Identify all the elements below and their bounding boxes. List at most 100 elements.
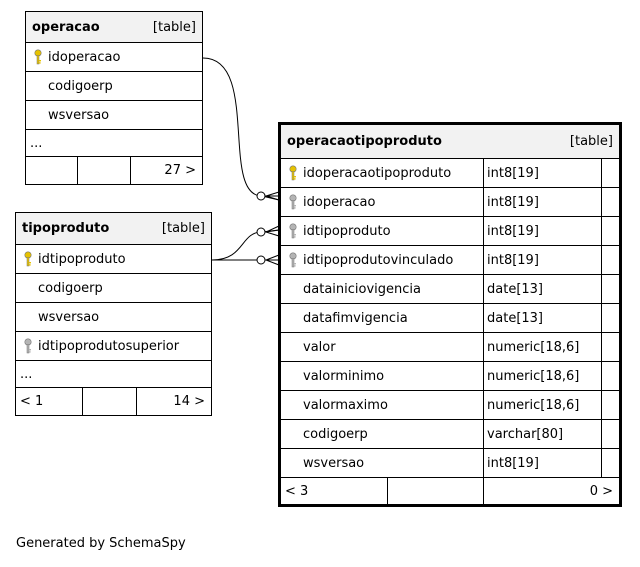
- column-row[interactable]: valor numeric[18,6]: [281, 333, 619, 362]
- column-type: int8[19]: [483, 188, 601, 216]
- footer-spacer: [78, 157, 130, 184]
- foreign-key-icon: [289, 194, 297, 210]
- column-name[interactable]: idtipoproduto: [303, 223, 391, 239]
- column-name-cell: wsversao: [26, 101, 202, 129]
- footer-spacer: [388, 478, 483, 504]
- parents-count[interactable]: < 1: [16, 388, 83, 415]
- column-name[interactable]: idtipoprodutosuperior: [38, 338, 180, 354]
- more-columns: ...: [16, 361, 211, 388]
- column-row[interactable]: idoperacao: [26, 43, 202, 72]
- column-extra-cell: [601, 362, 619, 390]
- column-name[interactable]: idoperacao: [303, 194, 376, 210]
- column-name[interactable]: idtipoproduto: [38, 251, 126, 267]
- column-name-cell: wsversao: [281, 449, 483, 477]
- more-columns: ...: [26, 130, 202, 157]
- table-name[interactable]: operacaotipoproduto: [287, 134, 442, 149]
- parents-count[interactable]: < 3: [281, 478, 388, 504]
- table-type-tag: [table]: [569, 134, 613, 149]
- column-name[interactable]: wsversao: [48, 107, 110, 123]
- column-extra-cell: [601, 420, 619, 448]
- table-operacaotipoproduto[interactable]: operacaotipoproduto [table] idoperacaoti…: [278, 122, 622, 507]
- column-name[interactable]: valorminimo: [303, 368, 385, 384]
- table-footer: < 3 0 >: [281, 478, 619, 504]
- primary-key-icon: [24, 251, 32, 267]
- column-name-cell: idoperacao: [281, 188, 483, 216]
- column-extra-cell: [601, 217, 619, 245]
- column-row[interactable]: idtipoproduto: [16, 245, 211, 274]
- column-name-cell: datafimvigencia: [281, 304, 483, 332]
- column-name[interactable]: wsversao: [38, 309, 100, 325]
- table-footer: 27 >: [26, 157, 202, 184]
- column-name-cell: valor: [281, 333, 483, 361]
- column-name[interactable]: datainiciovigencia: [303, 281, 421, 297]
- primary-key-icon: [34, 49, 42, 65]
- column-name-cell: valorminimo: [281, 362, 483, 390]
- column-extra-cell: [601, 246, 619, 274]
- column-name-cell: idtipoproduto: [281, 217, 483, 245]
- column-type: int8[19]: [483, 217, 601, 245]
- column-name-cell: valormaximo: [281, 391, 483, 419]
- children-count[interactable]: 14 >: [136, 388, 211, 415]
- column-name[interactable]: valor: [303, 339, 336, 355]
- crowfoot-icon: [264, 254, 280, 266]
- column-name[interactable]: idtipoprodutovinculado: [303, 252, 454, 268]
- column-type: int8[19]: [483, 449, 601, 477]
- foreign-key-icon: [289, 223, 297, 239]
- column-type: numeric[18,6]: [483, 333, 601, 361]
- column-row[interactable]: wsversao: [26, 101, 202, 130]
- parents-count[interactable]: [26, 157, 78, 184]
- column-extra-cell: [601, 188, 619, 216]
- column-name[interactable]: codigoerp: [38, 280, 103, 296]
- column-row[interactable]: idtipoproduto int8[19]: [281, 217, 619, 246]
- column-row[interactable]: codigoerp: [16, 274, 211, 303]
- crowfoot-icon: [264, 225, 280, 237]
- column-name-cell: idtipoproduto: [16, 245, 211, 273]
- table-name[interactable]: tipoproduto: [22, 221, 110, 236]
- column-row[interactable]: datainiciovigencia date[13]: [281, 275, 619, 304]
- column-type: int8[19]: [483, 246, 601, 274]
- column-type: numeric[18,6]: [483, 362, 601, 390]
- column-name[interactable]: idoperacaotipoproduto: [303, 165, 452, 181]
- table-tipoproduto[interactable]: tipoproduto [table] idtipoproduto codigoe…: [15, 212, 212, 416]
- column-name[interactable]: codigoerp: [48, 78, 113, 94]
- column-extra-cell: [601, 159, 619, 187]
- crowfoot-icon: [264, 191, 280, 201]
- foreign-key-icon: [289, 252, 297, 268]
- column-row[interactable]: valorminimo numeric[18,6]: [281, 362, 619, 391]
- column-row[interactable]: idoperacao int8[19]: [281, 188, 619, 217]
- children-count[interactable]: 27 >: [130, 157, 202, 184]
- column-row[interactable]: wsversao int8[19]: [281, 449, 619, 478]
- column-name[interactable]: wsversao: [303, 455, 365, 471]
- connector-end-circle: [256, 255, 266, 265]
- column-row[interactable]: codigoerp: [26, 72, 202, 101]
- table-name[interactable]: operacao: [32, 19, 100, 35]
- column-name-cell: idtipoprodutosuperior: [16, 332, 211, 360]
- connector-tipoproduto-to-idtipoproduto: [211, 229, 280, 261]
- column-name-cell: codigoerp: [16, 274, 211, 302]
- column-name[interactable]: valormaximo: [303, 397, 388, 413]
- connector-operacao-to-idoperacao: [202, 57, 280, 201]
- table-header[interactable]: operacaotipoproduto [table]: [281, 125, 619, 159]
- column-extra-cell: [601, 449, 619, 477]
- column-name[interactable]: idoperacao: [48, 49, 121, 65]
- foreign-key-icon: [24, 338, 32, 354]
- column-row[interactable]: idtipoprodutovinculado int8[19]: [281, 246, 619, 275]
- column-extra-cell: [601, 304, 619, 332]
- column-row[interactable]: wsversao: [16, 303, 211, 332]
- table-header[interactable]: tipoproduto [table]: [16, 213, 211, 245]
- table-header[interactable]: operacao [table]: [26, 12, 202, 43]
- column-name-cell: idoperacao: [26, 43, 202, 71]
- column-type: date[13]: [483, 275, 601, 303]
- column-row[interactable]: idtipoprodutosuperior: [16, 332, 211, 361]
- column-name-cell: codigoerp: [26, 72, 202, 100]
- column-name[interactable]: codigoerp: [303, 426, 368, 442]
- footer-spacer: [83, 388, 136, 415]
- column-name[interactable]: datafimvigencia: [303, 310, 408, 326]
- table-operacao[interactable]: operacao [table] idoperacao codigoerp wsve…: [25, 11, 203, 185]
- children-count[interactable]: 0 >: [483, 478, 619, 504]
- column-name-cell: idtipoprodutovinculado: [281, 246, 483, 274]
